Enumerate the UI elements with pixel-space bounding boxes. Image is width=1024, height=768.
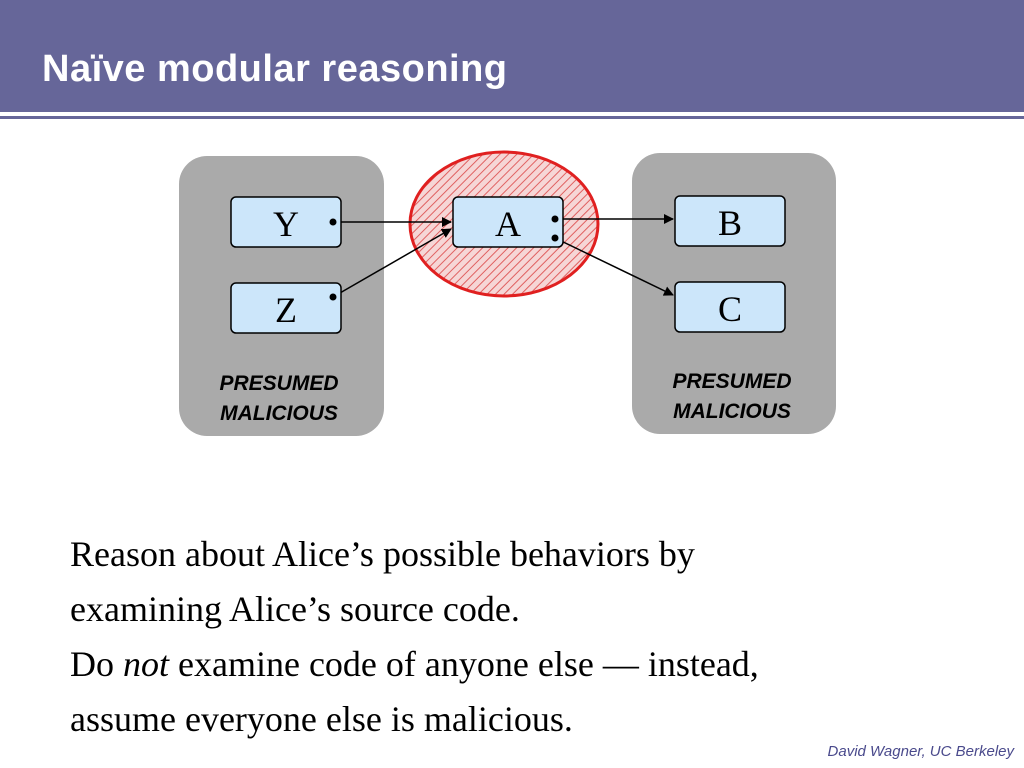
body-line-4: assume everyone else is malicious. <box>70 699 573 739</box>
footer-credit: David Wagner, UC Berkeley <box>827 743 1014 760</box>
title-bar <box>0 0 1024 112</box>
right-group-label-line2: MALICIOUS <box>673 400 791 423</box>
node-a-port-bottom <box>551 234 559 242</box>
node-c: C <box>674 281 786 333</box>
slide-title: Naïve modular reasoning <box>42 48 508 90</box>
node-z-port <box>329 293 337 301</box>
body-line-3-post: examine code of anyone else — instead, <box>169 644 759 684</box>
edge-z-to-a <box>332 228 452 298</box>
body-line-3-emphasis: not <box>123 644 170 684</box>
left-group-label-line1: PRESUMED <box>219 372 338 395</box>
node-a-port-top <box>551 215 559 223</box>
title-divider <box>0 116 1024 119</box>
node-c-label: C <box>718 289 742 329</box>
body-line-3-pre: Do <box>70 644 123 684</box>
slide-body: Reason about Alice’s possible behaviors … <box>70 527 1000 747</box>
node-y-label: Y <box>273 204 299 244</box>
node-y: Y <box>230 196 342 248</box>
right-group-label-line1: PRESUMED <box>672 370 791 393</box>
body-line-3: Do not examine code of anyone else — ins… <box>70 637 1000 692</box>
node-b: B <box>674 195 786 247</box>
node-z: Z <box>230 282 342 334</box>
node-z-label: Z <box>275 290 297 330</box>
left-group-label-line2: MALICIOUS <box>220 402 338 425</box>
node-a: A <box>452 196 564 248</box>
body-line-1: Reason about Alice’s possible behaviors … <box>70 534 695 574</box>
body-line-2: examining Alice’s source code. <box>70 589 520 629</box>
node-b-label: B <box>718 203 742 243</box>
node-y-port <box>329 218 337 226</box>
node-a-label: A <box>495 204 521 244</box>
edge-a-to-c <box>554 237 674 296</box>
